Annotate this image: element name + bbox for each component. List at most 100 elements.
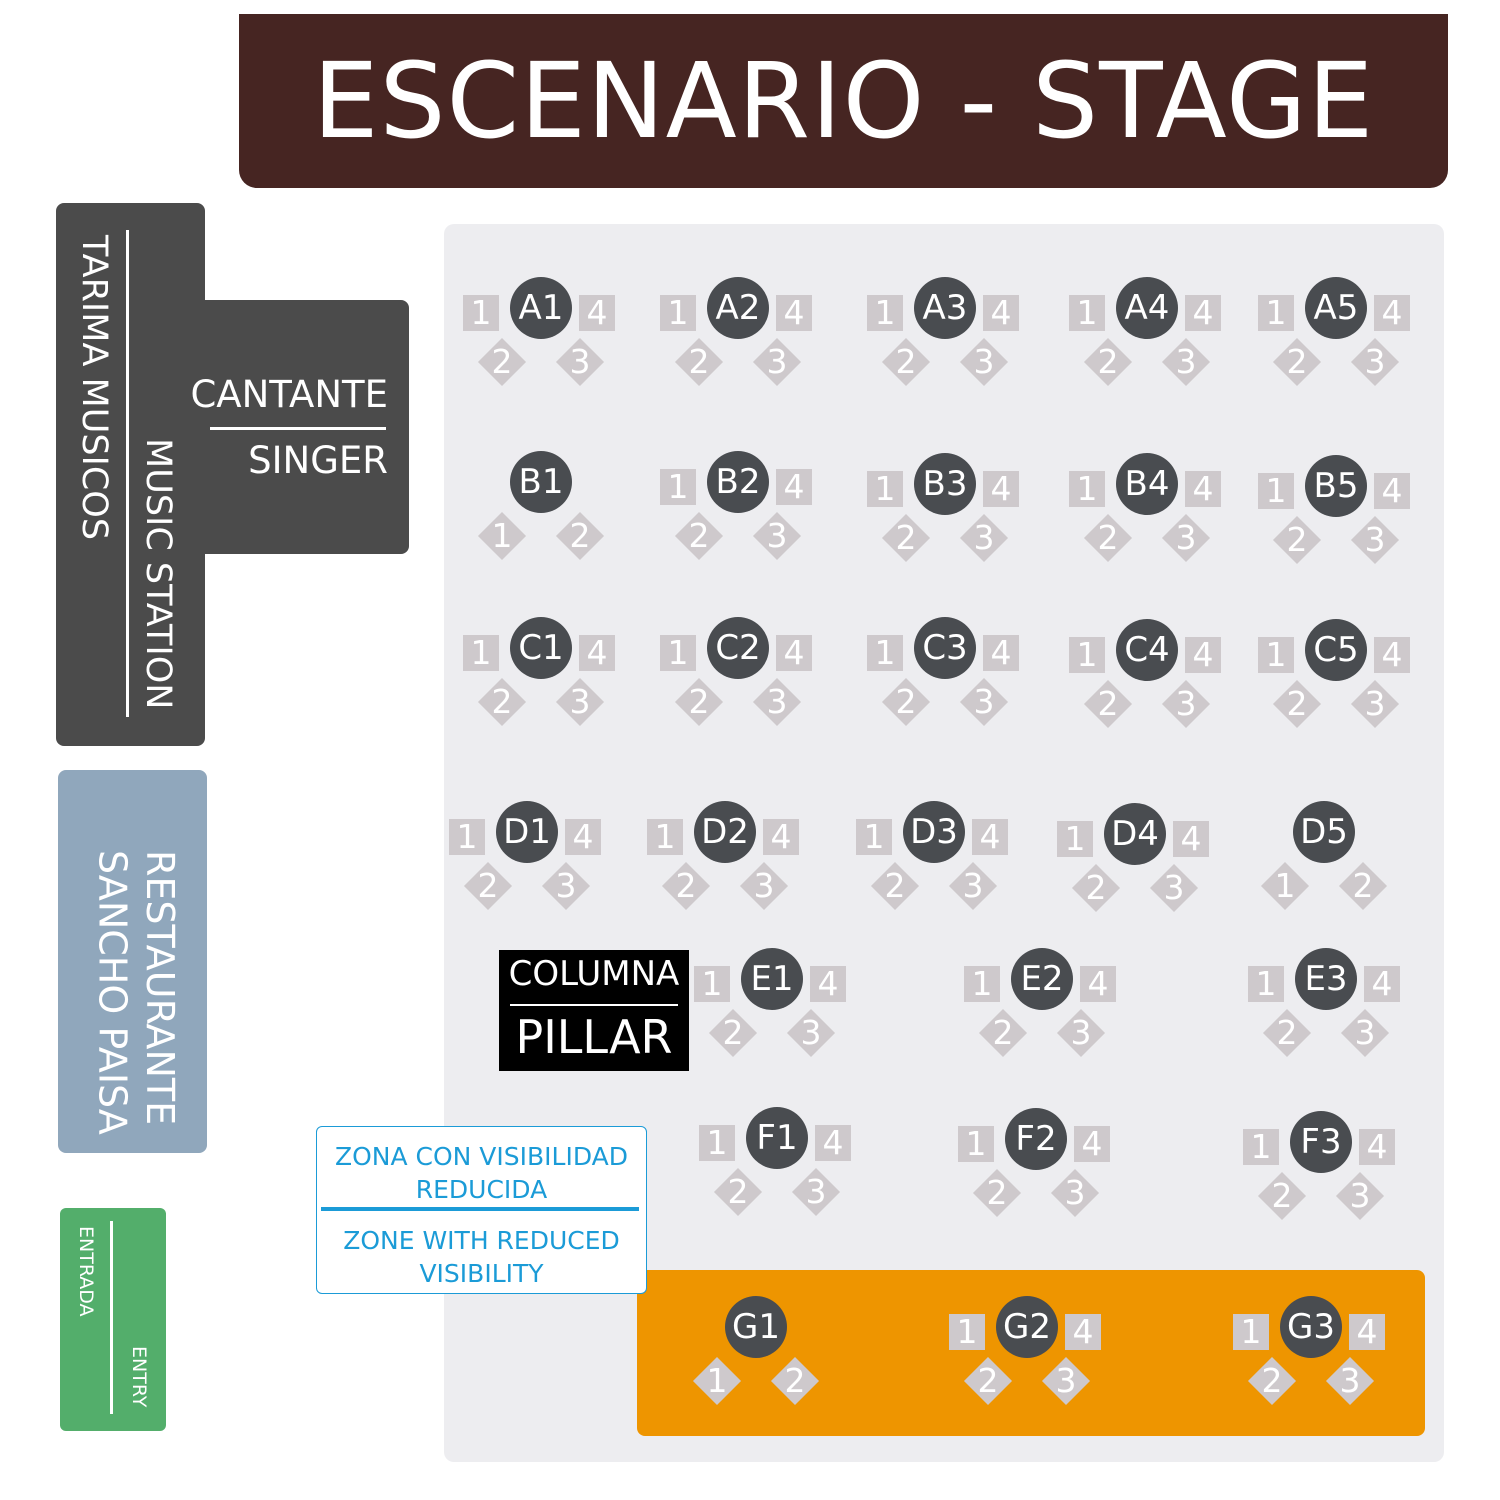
seat-3[interactable]: 3 — [1350, 515, 1400, 565]
table-number[interactable]: E3 — [1295, 948, 1357, 1010]
table-number[interactable]: A3 — [914, 277, 976, 339]
seat-3[interactable]: 3 — [541, 861, 591, 911]
seat-4[interactable]: 4 — [565, 819, 601, 855]
seat-4[interactable]: 4 — [1359, 1129, 1395, 1165]
seat-2[interactable]: 2 — [770, 1356, 820, 1406]
table-number[interactable]: B5 — [1305, 455, 1367, 517]
seat-1[interactable]: 1 — [692, 1356, 742, 1406]
table-number[interactable]: D3 — [903, 801, 965, 863]
table-number[interactable]: E1 — [741, 948, 803, 1010]
seat-3[interactable]: 3 — [752, 337, 802, 387]
seat-1[interactable]: 1 — [699, 1125, 735, 1161]
seat-4[interactable]: 4 — [1185, 471, 1221, 507]
seat-3[interactable]: 3 — [1161, 337, 1211, 387]
seat-1[interactable]: 1 — [660, 635, 696, 671]
seat-2[interactable]: 2 — [881, 337, 931, 387]
seat-2[interactable]: 2 — [713, 1167, 763, 1217]
table-number[interactable]: G3 — [1280, 1296, 1342, 1358]
seat-1[interactable]: 1 — [1260, 861, 1310, 911]
seat-2[interactable]: 2 — [674, 677, 724, 727]
table-number[interactable]: C2 — [707, 617, 769, 679]
table-number[interactable]: A2 — [707, 277, 769, 339]
seat-2[interactable]: 2 — [463, 861, 513, 911]
seat-3[interactable]: 3 — [786, 1008, 836, 1058]
seat-4[interactable]: 4 — [1185, 295, 1221, 331]
seat-1[interactable]: 1 — [867, 635, 903, 671]
seat-1[interactable]: 1 — [1258, 473, 1294, 509]
table-number[interactable]: A5 — [1305, 277, 1367, 339]
seat-4[interactable]: 4 — [1185, 637, 1221, 673]
table-number[interactable]: B4 — [1116, 453, 1178, 515]
seat-2[interactable]: 2 — [1083, 513, 1133, 563]
table-number[interactable]: G2 — [996, 1296, 1058, 1358]
seat-2[interactable]: 2 — [661, 861, 711, 911]
seat-3[interactable]: 3 — [791, 1167, 841, 1217]
seat-3[interactable]: 3 — [555, 677, 605, 727]
seat-2[interactable]: 2 — [1257, 1171, 1307, 1221]
table-number[interactable]: E2 — [1011, 948, 1073, 1010]
seat-3[interactable]: 3 — [959, 337, 1009, 387]
seat-1[interactable]: 1 — [1069, 471, 1105, 507]
seat-4[interactable]: 4 — [1065, 1314, 1101, 1350]
seat-2[interactable]: 2 — [1071, 863, 1121, 913]
seat-4[interactable]: 4 — [810, 966, 846, 1002]
seat-2[interactable]: 2 — [555, 511, 605, 561]
seat-3[interactable]: 3 — [959, 513, 1009, 563]
table-number[interactable]: F1 — [746, 1107, 808, 1169]
seat-2[interactable]: 2 — [978, 1008, 1028, 1058]
seat-4[interactable]: 4 — [1374, 295, 1410, 331]
seat-4[interactable]: 4 — [776, 295, 812, 331]
seat-2[interactable]: 2 — [1272, 337, 1322, 387]
seat-4[interactable]: 4 — [1173, 821, 1209, 857]
table-number[interactable]: B1 — [510, 451, 572, 513]
seat-4[interactable]: 4 — [579, 295, 615, 331]
seat-2[interactable]: 2 — [1083, 679, 1133, 729]
seat-4[interactable]: 4 — [815, 1125, 851, 1161]
seat-1[interactable]: 1 — [647, 819, 683, 855]
seat-4[interactable]: 4 — [983, 635, 1019, 671]
seat-1[interactable]: 1 — [949, 1314, 985, 1350]
seat-3[interactable]: 3 — [1149, 863, 1199, 913]
seat-2[interactable]: 2 — [477, 337, 527, 387]
seat-1[interactable]: 1 — [964, 966, 1000, 1002]
seat-1[interactable]: 1 — [1248, 966, 1284, 1002]
seat-1[interactable]: 1 — [449, 819, 485, 855]
seat-1[interactable]: 1 — [856, 819, 892, 855]
seat-2[interactable]: 2 — [674, 337, 724, 387]
table-number[interactable]: G1 — [725, 1296, 787, 1358]
seat-1[interactable]: 1 — [463, 635, 499, 671]
table-number[interactable]: D4 — [1104, 803, 1166, 865]
seat-1[interactable]: 1 — [1057, 821, 1093, 857]
seat-3[interactable]: 3 — [1350, 337, 1400, 387]
seat-3[interactable]: 3 — [752, 511, 802, 561]
seat-3[interactable]: 3 — [752, 677, 802, 727]
seat-4[interactable]: 4 — [983, 471, 1019, 507]
seat-2[interactable]: 2 — [972, 1168, 1022, 1218]
seat-1[interactable]: 1 — [477, 511, 527, 561]
table-number[interactable]: D2 — [694, 801, 756, 863]
seat-4[interactable]: 4 — [579, 635, 615, 671]
seat-3[interactable]: 3 — [1056, 1008, 1106, 1058]
seat-1[interactable]: 1 — [1258, 295, 1294, 331]
seat-1[interactable]: 1 — [867, 471, 903, 507]
seat-3[interactable]: 3 — [1041, 1356, 1091, 1406]
seat-4[interactable]: 4 — [1349, 1314, 1385, 1350]
table-number[interactable]: B3 — [914, 453, 976, 515]
table-number[interactable]: D5 — [1293, 801, 1355, 863]
seat-2[interactable]: 2 — [1083, 337, 1133, 387]
seat-2[interactable]: 2 — [1262, 1008, 1312, 1058]
seat-1[interactable]: 1 — [867, 295, 903, 331]
seat-4[interactable]: 4 — [776, 635, 812, 671]
seat-3[interactable]: 3 — [555, 337, 605, 387]
seat-1[interactable]: 1 — [660, 295, 696, 331]
seat-3[interactable]: 3 — [1161, 513, 1211, 563]
seat-3[interactable]: 3 — [739, 861, 789, 911]
table-number[interactable]: C5 — [1305, 619, 1367, 681]
seat-3[interactable]: 3 — [959, 677, 1009, 727]
seat-4[interactable]: 4 — [1374, 637, 1410, 673]
seat-2[interactable]: 2 — [1247, 1356, 1297, 1406]
seat-2[interactable]: 2 — [1272, 679, 1322, 729]
table-number[interactable]: B2 — [707, 451, 769, 513]
seat-4[interactable]: 4 — [776, 469, 812, 505]
seat-1[interactable]: 1 — [694, 966, 730, 1002]
